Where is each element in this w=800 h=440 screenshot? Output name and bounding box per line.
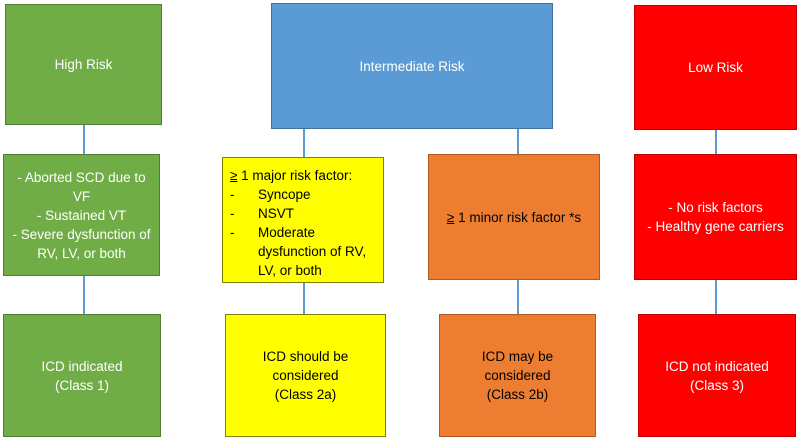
high-risk-criterion: - Aborted SCD due to VF <box>17 169 146 204</box>
connector-low-bottom <box>715 280 717 314</box>
connector-high-top <box>83 125 85 154</box>
major-risk-recommendation: ICD should be considered (Class 2a) <box>225 314 386 437</box>
low-risk-criteria-list: - No risk factors - Healthy gene carrier… <box>647 198 784 236</box>
recommendation-line: ICD not indicated <box>665 358 769 374</box>
high-risk-criteria: - Aborted SCD due to VF - Sustained VT -… <box>3 154 160 276</box>
recommendation-line: ICD should be <box>262 349 349 364</box>
minor-risk-text: ≥ 1 minor risk factor *s <box>447 208 581 227</box>
recommendation-line: ICD may be <box>481 349 554 364</box>
recommendation-line: considered <box>484 368 551 383</box>
high-risk-recommendation-text: ICD indicated (Class 1) <box>41 357 122 395</box>
minor-risk-text-label: 1 minor risk factor *s <box>454 209 582 225</box>
major-risk-recommendation-text: ICD should be considered (Class 2a) <box>263 347 349 404</box>
greater-equal-symbol: ≥ <box>446 209 455 225</box>
high-risk-title: High Risk <box>54 57 113 72</box>
major-risk-heading-text: 1 major risk factor: <box>237 168 353 183</box>
low-risk-recommendation: ICD not indicated (Class 3) <box>638 314 796 437</box>
low-risk-criterion: - Healthy gene carriers <box>647 219 784 234</box>
high-risk-criteria-list: - Aborted SCD due to VF - Sustained VT -… <box>4 168 159 263</box>
minor-risk-recommendation: ICD may be considered (Class 2b) <box>439 314 596 437</box>
high-risk-recommendation: ICD indicated (Class 1) <box>3 314 161 437</box>
major-risk-item: Syncope <box>230 185 377 204</box>
low-risk-criterion: - No risk factors <box>668 200 763 215</box>
low-risk-recommendation-text: ICD not indicated (Class 3) <box>665 357 769 395</box>
intermediate-risk-title: Intermediate Risk <box>359 58 465 74</box>
greater-equal-symbol: ≥ <box>230 168 238 183</box>
connector-low-top <box>715 130 717 154</box>
low-risk-header: Low Risk <box>634 5 797 130</box>
recommendation-line: (Class 1) <box>54 377 109 393</box>
minor-risk-recommendation-text: ICD may be considered (Class 2b) <box>482 347 553 404</box>
major-risk-heading: ≥ 1 major risk factor: <box>230 166 377 185</box>
intermediate-risk-header: Intermediate Risk <box>271 3 553 129</box>
high-risk-criterion: - Sustained VT <box>36 207 127 223</box>
major-risk-list: Syncope NSVT Moderate dysfunction of RV,… <box>230 185 377 280</box>
connector-intermediate-major <box>303 129 305 157</box>
low-risk-criteria: - No risk factors - Healthy gene carrier… <box>634 154 797 280</box>
recommendation-line: (Class 3) <box>689 377 744 393</box>
minor-risk-factors: ≥ 1 minor risk factor *s <box>428 154 600 280</box>
high-risk-criterion: - Severe dysfunction of RV, LV, or both <box>12 226 151 261</box>
major-risk-factors-content: ≥ 1 major risk factor: Syncope NSVT Mode… <box>223 158 383 280</box>
low-risk-title: Low Risk <box>688 60 743 75</box>
recommendation-line: ICD indicated <box>41 358 123 374</box>
major-risk-item: NSVT <box>230 204 377 223</box>
major-risk-factors: ≥ 1 major risk factor: Syncope NSVT Mode… <box>222 157 384 283</box>
recommendation-line: (Class 2a) <box>274 387 337 402</box>
connector-major-bottom <box>303 283 305 314</box>
connector-intermediate-minor <box>517 129 519 154</box>
recommendation-line: considered <box>272 368 339 383</box>
recommendation-line: (Class 2b) <box>486 387 549 402</box>
major-risk-item: Moderate dysfunction of RV, LV, or both <box>230 223 377 280</box>
connector-minor-bottom <box>517 280 519 314</box>
connector-high-bottom <box>83 276 85 314</box>
high-risk-header: High Risk <box>5 4 162 125</box>
